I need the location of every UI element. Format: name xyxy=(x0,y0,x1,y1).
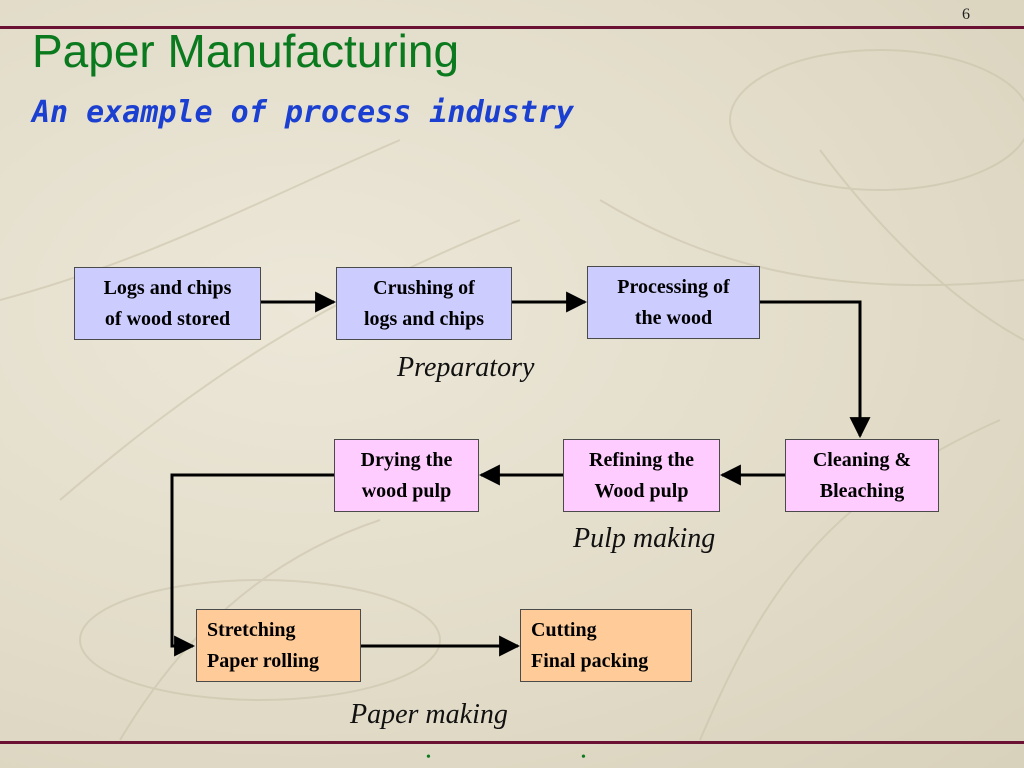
step-cutting: Cutting Final packing xyxy=(520,609,692,682)
step-cleaning: Cleaning & Bleaching xyxy=(785,439,939,512)
step-crushing: Crushing of logs and chips xyxy=(336,267,512,340)
page-number: 6 xyxy=(962,6,970,23)
stage-label-pulp-making: Pulp making xyxy=(573,523,716,554)
step-refining: Refining the Wood pulp xyxy=(563,439,720,512)
bottom-rule xyxy=(0,741,1024,744)
stage-label-paper-making: Paper making xyxy=(350,699,508,730)
footer-bullet: • xyxy=(426,750,431,765)
stage-label-preparatory: Preparatory xyxy=(397,352,535,383)
step-drying: Drying the wood pulp xyxy=(334,439,479,512)
step-logs-stored: Logs and chips of wood stored xyxy=(74,267,261,340)
footer-bullet: • xyxy=(581,750,586,765)
slide-title: Paper Manufacturing xyxy=(32,25,460,77)
arrow-processing-to-cleaning xyxy=(760,300,871,439)
slide-subtitle: An example of process industry xyxy=(32,95,574,130)
top-rule xyxy=(0,26,1024,29)
arrow-drying-to-stretching xyxy=(170,473,334,657)
step-stretching: Stretching Paper rolling xyxy=(196,609,361,682)
step-processing: Processing of the wood xyxy=(587,266,760,339)
